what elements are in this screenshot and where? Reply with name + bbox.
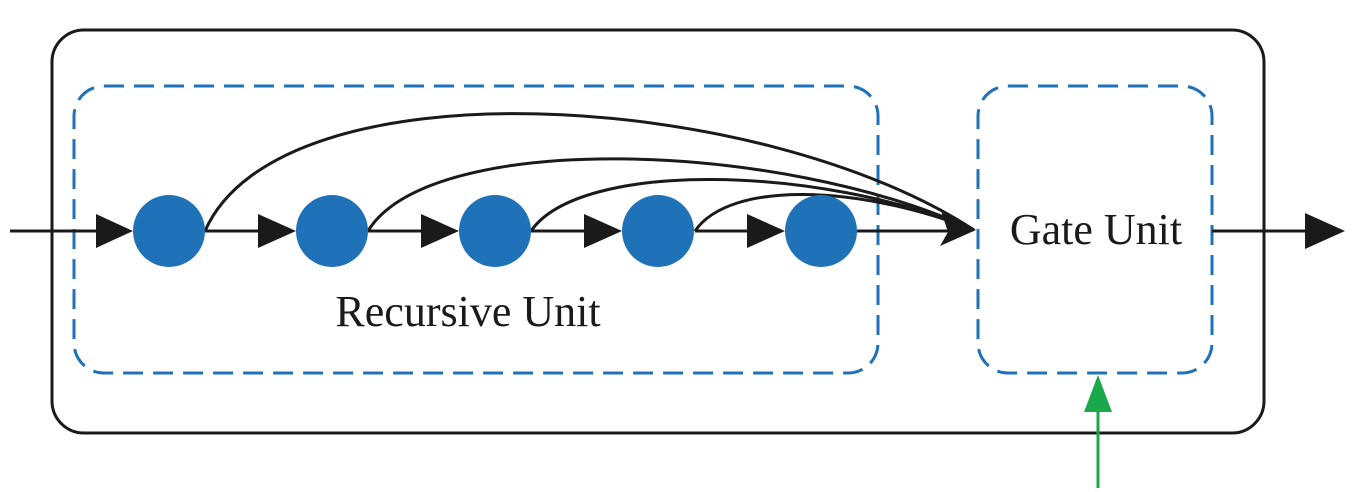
output-arrowhead bbox=[1305, 213, 1345, 249]
gate-input-arrowhead bbox=[940, 208, 976, 246]
skip-curve-3 bbox=[529, 178, 975, 232]
link-1-2-arrowhead bbox=[258, 214, 296, 248]
link-2-3-arrowhead bbox=[421, 214, 459, 248]
node-1 bbox=[133, 195, 205, 267]
link-3-4-arrowhead bbox=[584, 214, 622, 248]
gate-external-input-arrowhead bbox=[1084, 375, 1112, 412]
skip-curve-1 bbox=[203, 112, 975, 232]
main-chain bbox=[10, 213, 1345, 249]
gate-unit-label: Gate Unit bbox=[1010, 205, 1182, 254]
node-4 bbox=[622, 195, 694, 267]
skip-connections bbox=[203, 112, 975, 232]
node-2 bbox=[296, 195, 368, 267]
skip-curve-2 bbox=[366, 157, 975, 232]
recursive-unit-label: Recursive Unit bbox=[335, 287, 600, 336]
nodes bbox=[133, 195, 857, 267]
gate-external-input bbox=[1084, 375, 1112, 488]
skip-curve-4 bbox=[693, 193, 975, 232]
link-4-5-arrowhead bbox=[747, 214, 785, 248]
node-5 bbox=[785, 195, 857, 267]
node-3 bbox=[459, 195, 531, 267]
input-arrowhead bbox=[96, 214, 133, 248]
